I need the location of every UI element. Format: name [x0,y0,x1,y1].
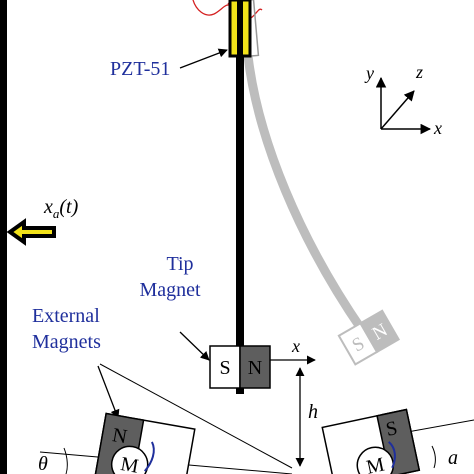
external-magnets-label-2: Magnets [32,331,101,353]
external-magnet-right: S M [321,408,421,474]
red-wire [192,0,263,21]
coordinate-axes [375,76,432,135]
pzt-leader-line [179,48,228,69]
tip-x-label: x [291,336,300,356]
y-axis-label: y [364,63,374,83]
theta-arc [63,447,68,474]
pzt-core [237,0,243,56]
svg-text:N: N [248,357,262,379]
tip-magnet-label-1: Tip [166,253,193,275]
deflected-beam [243,55,366,333]
external-magnets-label-1: External [32,305,100,327]
tip-magnet-leader-line [179,331,210,361]
external-magnets-leader-line [97,365,120,419]
x-axis-label: x [433,118,442,138]
pzt-label: PZT-51 [110,58,170,80]
cantilever-beam [236,54,244,394]
alpha-label: a [448,447,458,469]
tip-magnet: S N [209,345,271,389]
svg-text:S: S [384,417,399,441]
tip-magnet-label-2: Magnet [139,279,201,301]
excitation-arrow [6,218,56,246]
excitation-label: xa(t) [43,196,79,221]
svg-text:M: M [119,453,141,474]
svg-text:M: M [364,454,386,474]
external-magnet-left: N M [94,412,196,474]
z-axis-label: z [415,62,423,82]
theta-label: θ [38,453,48,474]
base-clamp-bar [0,0,7,474]
construct-line-left [99,363,293,469]
alpha-arc [431,445,436,469]
ghost-tip-magnet: S N [337,309,401,366]
h-label: h [308,401,318,423]
svg-text:N: N [111,424,129,448]
svg-text:S: S [219,357,230,379]
